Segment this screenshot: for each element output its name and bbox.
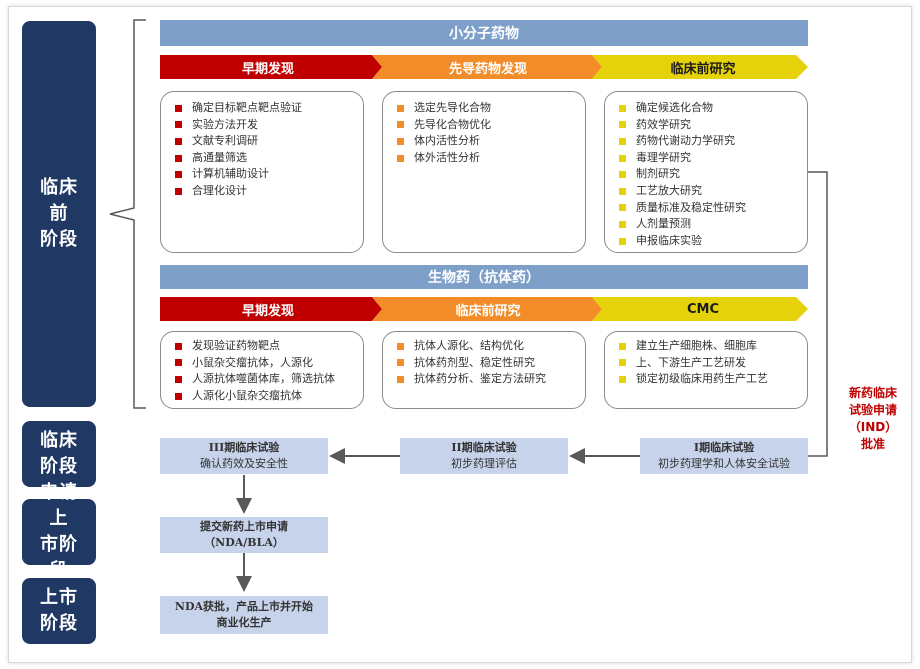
list-item: 建立生产细胞株、细胞库 bbox=[619, 338, 801, 355]
stage-cmc: CMC bbox=[686, 301, 720, 317]
list-item: 锁定初级临床用药生产工艺 bbox=[619, 371, 801, 388]
list-item: 实验方法开发 bbox=[175, 117, 357, 134]
stage-lead-discovery: 先导药物发现 bbox=[448, 61, 527, 77]
list-item: 确定目标靶点靶点验证 bbox=[175, 100, 357, 117]
small-molecule-title: 小分子药物 bbox=[160, 20, 808, 46]
ind-approval-label: 新药临床 试验申请 （IND） 批准 bbox=[848, 386, 898, 451]
list-item: 选定先导化合物 bbox=[397, 100, 579, 117]
list-item: 药物代谢动力学研究 bbox=[619, 133, 801, 150]
list-item: 工艺放大研究 bbox=[619, 183, 801, 200]
list-item: 人源化小鼠杂交瘤抗体 bbox=[175, 388, 357, 405]
stage-chevrons bbox=[160, 55, 808, 79]
card-sm-lead-discovery: 选定先导化合物 先导化合物优化 体内活性分析 体外活性分析 bbox=[382, 91, 586, 253]
launch-box: NDA获批，产品上市并开始 商业化生产 bbox=[160, 596, 328, 634]
list-item: 体内活性分析 bbox=[397, 133, 579, 150]
list-item: 上、下游生产工艺研发 bbox=[619, 355, 801, 372]
list-item: 药效学研究 bbox=[619, 117, 801, 134]
phase-clinical: 临床阶段 bbox=[22, 421, 96, 487]
list-item: 确定候选化合物 bbox=[619, 100, 801, 117]
stage-preclinical-research: 临床前研究 bbox=[455, 303, 521, 319]
list-item: 小鼠杂交瘤抗体，人源化 bbox=[175, 355, 357, 372]
card-bio-cmc: 建立生产细胞株、细胞库 上、下游生产工艺研发 锁定初级临床用药生产工艺 bbox=[604, 331, 808, 409]
card-sm-early-discovery: 确定目标靶点靶点验证 实验方法开发 文献专利调研 高通量筛选 计算机辅助设计 合… bbox=[160, 91, 364, 253]
biologic-title: 生物药（抗体药） bbox=[160, 265, 808, 289]
list-item: 文献专利调研 bbox=[175, 133, 357, 150]
small-molecule-stage-row: 早期发现 先导药物发现 临床前研究 bbox=[160, 55, 808, 79]
list-item: 先导化合物优化 bbox=[397, 117, 579, 134]
list-item: 抗体人源化、结构优化 bbox=[397, 338, 579, 355]
stage-preclinical-research: 临床前研究 bbox=[670, 61, 736, 77]
list-item: 抗体药分析、鉴定方法研究 bbox=[397, 371, 579, 388]
list-item: 高通量筛选 bbox=[175, 150, 357, 167]
phase-filing: 申请上市阶段 bbox=[22, 482, 96, 581]
nda-box: 提交新药上市申请 （NDA/BLA） bbox=[160, 517, 328, 553]
phase1-trial-box: I期临床试验 初步药理学和人体安全试验 bbox=[640, 438, 808, 474]
biologic-stage-row: 早期发现 临床前研究 CMC bbox=[160, 297, 808, 321]
preclinical-bracket bbox=[109, 19, 146, 409]
list-item: 人源抗体噬菌体库，筛选抗体 bbox=[175, 371, 357, 388]
list-item: 体外活性分析 bbox=[397, 150, 579, 167]
list-item: 计算机辅助设计 bbox=[175, 166, 357, 183]
card-bio-early-discovery: 发现验证药物靶点 小鼠杂交瘤抗体，人源化 人源抗体噬菌体库，筛选抗体 人源化小鼠… bbox=[160, 331, 364, 409]
card-sm-preclinical: 确定候选化合物 药效学研究 药物代谢动力学研究 毒理学研究 制剂研究 工艺放大研… bbox=[604, 91, 808, 253]
list-item: 抗体药剂型、稳定性研究 bbox=[397, 355, 579, 372]
stage-early-discovery: 早期发现 bbox=[241, 61, 294, 77]
ind-bracket bbox=[808, 171, 828, 457]
list-item: 制剂研究 bbox=[619, 166, 801, 183]
list-item: 质量标准及稳定性研究 bbox=[619, 200, 801, 217]
stage-early-discovery: 早期发现 bbox=[241, 303, 294, 319]
phase2-trial-box: II期临床试验 初步药理评估 bbox=[400, 438, 568, 474]
card-bio-preclinical: 抗体人源化、结构优化 抗体药剂型、稳定性研究 抗体药分析、鉴定方法研究 bbox=[382, 331, 586, 409]
phase3-trial-box: III期临床试验 确认药效及安全性 bbox=[160, 438, 328, 474]
phase-preclinical: 临床前阶段 bbox=[22, 21, 96, 407]
phase-market: 上市阶段 bbox=[22, 578, 96, 644]
list-item: 申报临床实验 bbox=[619, 233, 801, 250]
list-item: 毒理学研究 bbox=[619, 150, 801, 167]
list-item: 合理化设计 bbox=[175, 183, 357, 200]
stage-chevrons bbox=[160, 297, 808, 321]
list-item: 人剂量预测 bbox=[619, 216, 801, 233]
list-item: 发现验证药物靶点 bbox=[175, 338, 357, 355]
